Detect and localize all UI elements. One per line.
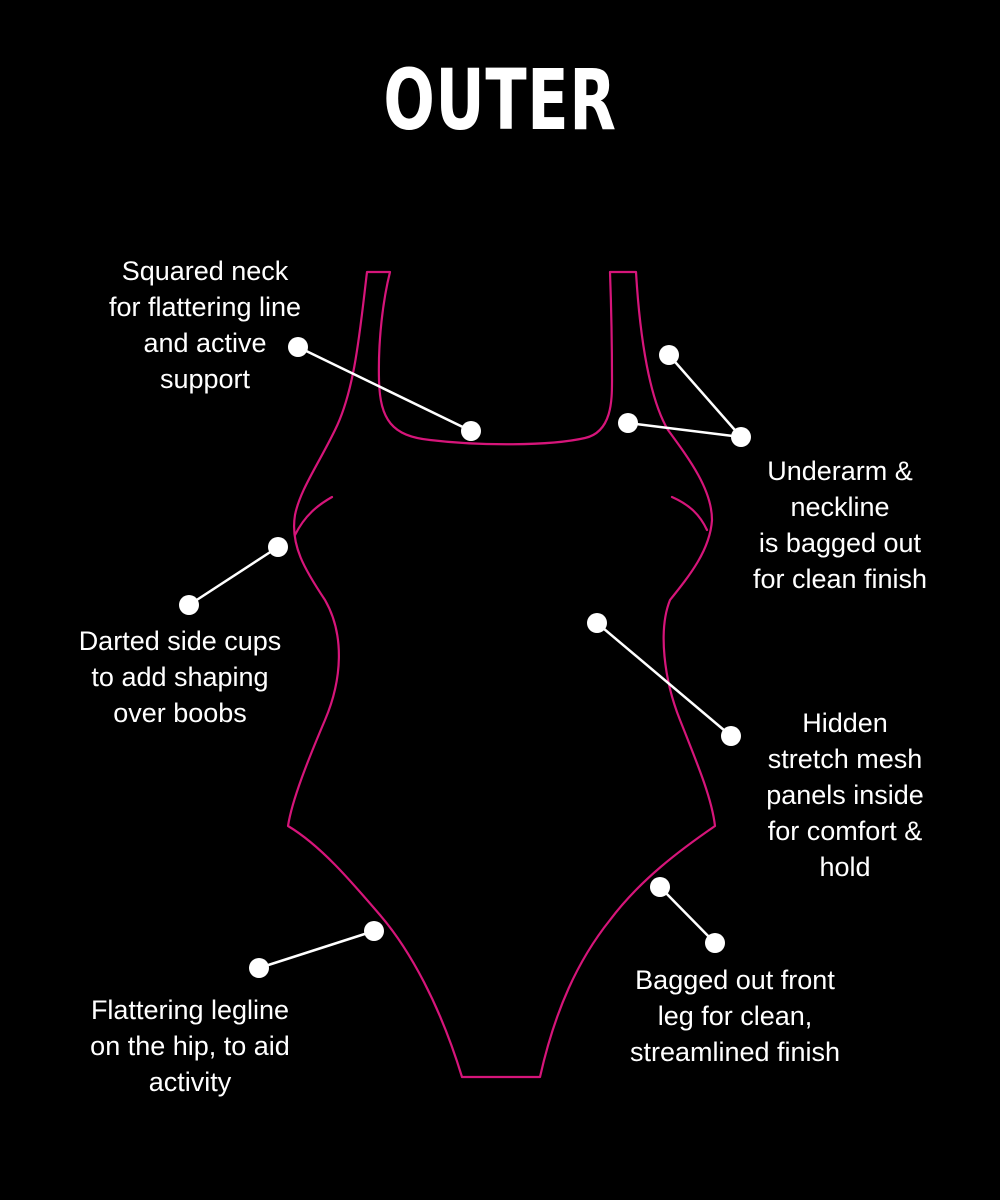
callout-flattering-legline: Flattering legline on the hip, to aid ac… — [90, 995, 290, 1097]
dot-legline-end — [364, 921, 384, 941]
leader-underarm-top — [667, 353, 743, 439]
dot-neck-end — [461, 421, 481, 441]
dot-neckline — [618, 413, 638, 433]
leader-mesh — [595, 621, 733, 738]
callout-bagged-front-leg: Bagged out front leg for clean, streamli… — [629, 965, 841, 1067]
left-dart-line — [293, 495, 334, 537]
right-dart-line — [670, 495, 709, 532]
dot-legline-start — [249, 958, 269, 978]
dot-frontleg-start — [650, 877, 670, 897]
dot-mesh-start — [587, 613, 607, 633]
leader-underarm-bottom — [626, 421, 743, 439]
dot-neck-start — [288, 337, 308, 357]
callout-darted-side-cups: Darted side cups to add shaping over boo… — [78, 626, 282, 728]
dot-darted-start — [179, 595, 199, 615]
marker-dots — [179, 337, 751, 978]
leader-frontleg — [658, 885, 717, 945]
leader-legline — [257, 929, 376, 970]
leader-darted — [187, 545, 280, 607]
dot-underarm — [659, 345, 679, 365]
page-title: OUTER — [383, 51, 617, 149]
dot-frontleg-end — [705, 933, 725, 953]
callout-underarm-neckline: Underarm & neckline is bagged out for cl… — [752, 456, 928, 594]
callout-hidden-mesh: Hidden stretch mesh panels inside for co… — [766, 708, 924, 882]
swimsuit-body-outline — [286, 270, 717, 1079]
swimsuit-outline — [286, 270, 717, 1079]
dot-darted-end — [268, 537, 288, 557]
leader-neck — [296, 345, 473, 433]
leader-lines — [187, 345, 743, 970]
dot-mesh-end — [721, 726, 741, 746]
dot-underarm-hub — [731, 427, 751, 447]
callout-squared-neck: Squared neck for flattering line and act… — [108, 256, 302, 394]
